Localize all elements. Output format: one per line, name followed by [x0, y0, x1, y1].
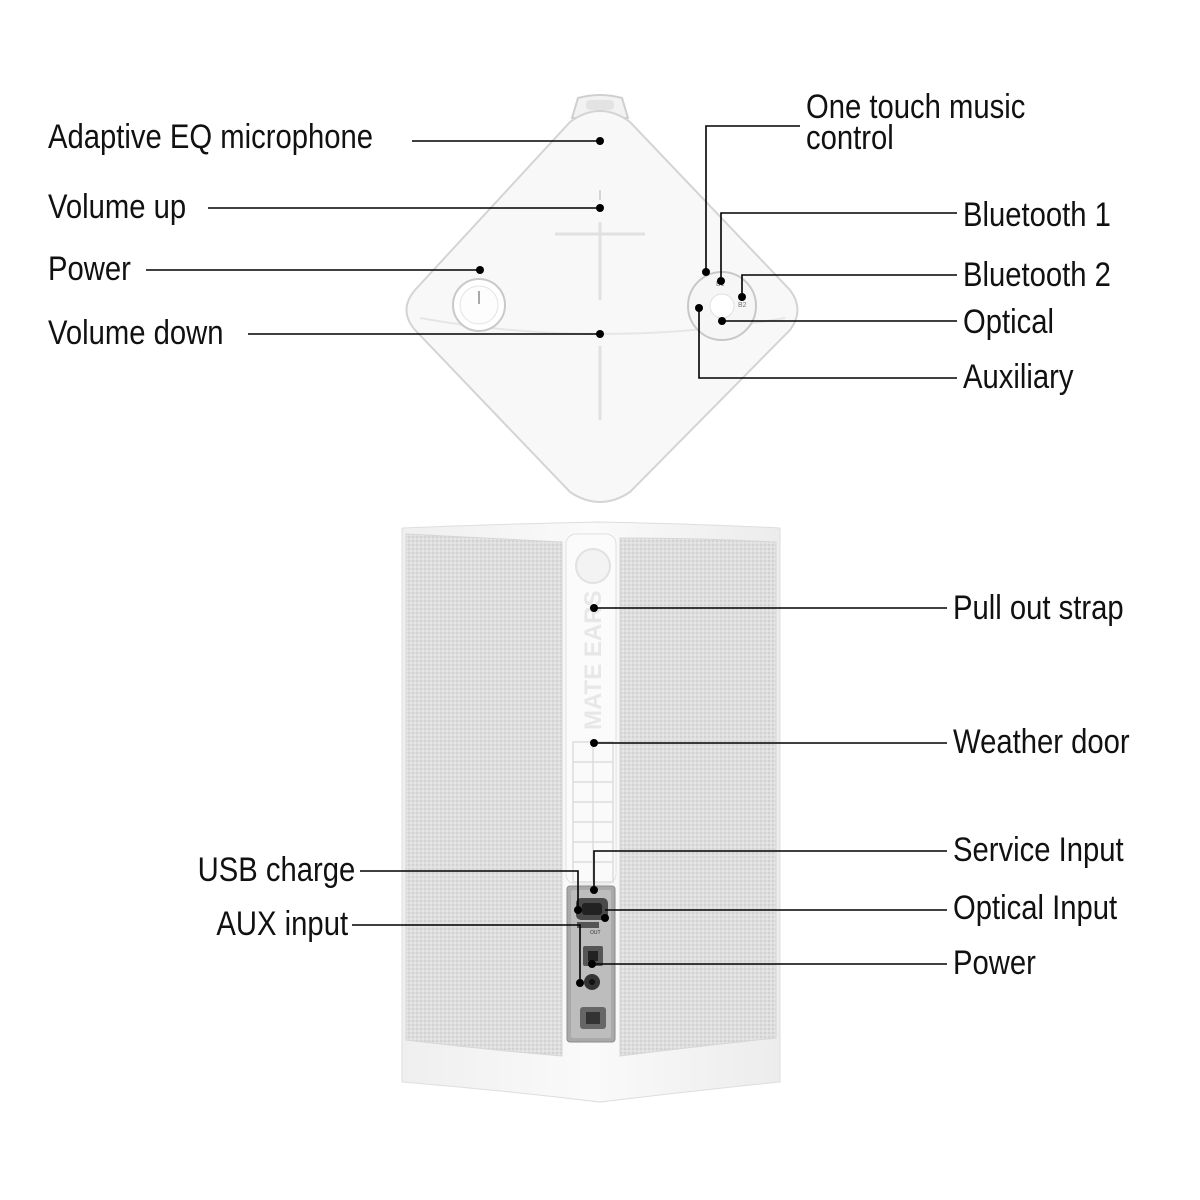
brand-text: MATE EARS: [580, 590, 607, 730]
label-bluetooth-2: Bluetooth 2: [963, 256, 1111, 294]
svg-text:B2: B2: [738, 302, 747, 309]
label-volume-up: Volume up: [48, 188, 187, 226]
callout-lines: [146, 125, 957, 983]
power-button[interactable]: [452, 278, 506, 332]
speaker-top-view: B1 B2: [405, 94, 799, 503]
fabric-panel-left: [405, 533, 563, 1057]
source-selector-dial[interactable]: B1 B2: [687, 271, 757, 341]
label-usb-charge: USB charge: [197, 851, 355, 889]
label-pull-out-strap: Pull out strap: [953, 589, 1124, 627]
label-weather-door: Weather door: [953, 723, 1130, 761]
svg-text:OUT: OUT: [590, 930, 601, 936]
usb-port[interactable]: [577, 922, 599, 928]
label-one-touch-line2: control: [806, 119, 894, 157]
label-power-top: Power: [48, 250, 131, 288]
strap-loop[interactable]: [575, 548, 611, 584]
label-adaptive-eq-microphone: Adaptive EQ microphone: [48, 118, 374, 156]
weather-door[interactable]: [572, 741, 614, 883]
top-panel: [405, 110, 799, 503]
label-volume-down: Volume down: [48, 314, 224, 352]
label-aux-input: AUX input: [216, 905, 348, 943]
label-auxiliary: Auxiliary: [963, 358, 1074, 396]
callout-dots: [476, 137, 746, 987]
label-one-touch-line1: One touch music: [806, 88, 1026, 126]
label-optical-input: Optical Input: [953, 889, 1118, 927]
volume-plus-icon: [555, 222, 645, 300]
label-bluetooth-1: Bluetooth 1: [963, 196, 1111, 234]
label-service-input: Service Input: [953, 831, 1124, 869]
label-optical: Optical: [963, 303, 1055, 341]
fabric-panel-right: [619, 537, 777, 1057]
label-power-side: Power: [953, 944, 1036, 982]
label-one-touch-music-control: One touch music control: [806, 88, 1026, 157]
